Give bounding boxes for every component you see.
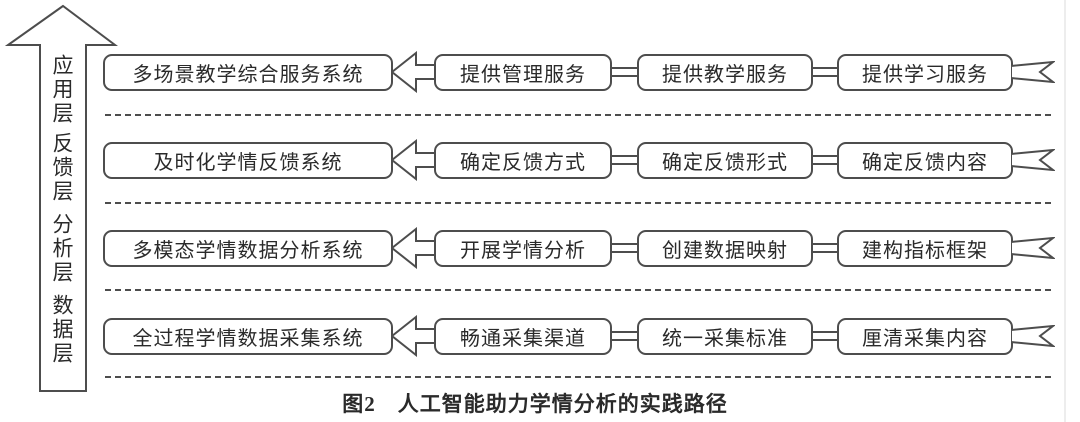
step-box: 创建数据映射 — [637, 230, 813, 267]
layer-label-application: 应用层 — [50, 54, 74, 126]
layer-label-analysis: 分析层 — [50, 213, 74, 285]
step-box: 统一采集标准 — [637, 318, 813, 355]
step-box: 提供管理服务 — [434, 54, 612, 91]
double-line-connector — [811, 331, 838, 341]
step-box: 确定反馈内容 — [837, 142, 1013, 179]
step-box: 开展学情分析 — [434, 230, 612, 267]
system-box: 全过程学情数据采集系统 — [103, 318, 393, 355]
ribbon-tail-icon — [1011, 149, 1055, 171]
ribbon-tail-icon — [1011, 61, 1055, 83]
dashed-separator — [105, 114, 1051, 116]
double-line-connector — [811, 243, 838, 253]
system-box: 多模态学情数据分析系统 — [103, 230, 393, 267]
system-box: 及时化学情反馈系统 — [103, 142, 393, 179]
step-box: 提供学习服务 — [837, 54, 1013, 91]
ribbon-tail-icon — [1011, 325, 1055, 347]
step-box: 确定反馈形式 — [637, 142, 813, 179]
dashed-separator — [105, 289, 1051, 291]
double-line-connector — [611, 155, 638, 165]
flow-left-arrow-icon — [391, 227, 435, 269]
flow-left-arrow-icon — [391, 315, 435, 357]
system-box: 多场景教学综合服务系统 — [103, 54, 393, 91]
dashed-separator — [105, 202, 1051, 204]
step-box: 建构指标框架 — [837, 230, 1013, 267]
flow-left-arrow-icon — [391, 51, 435, 93]
layer-label-feedback: 反馈层 — [50, 132, 74, 204]
figure-caption: 图2 人工智能助力学情分析的实践路径 — [342, 392, 728, 416]
double-line-connector — [611, 243, 638, 253]
double-line-connector — [811, 67, 838, 77]
layer-up-arrow-icon — [4, 4, 118, 392]
step-box: 提供教学服务 — [637, 54, 813, 91]
step-box: 畅通采集渠道 — [434, 318, 612, 355]
dashed-separator — [105, 376, 1051, 378]
double-line-connector — [611, 331, 638, 341]
step-box: 厘清采集内容 — [837, 318, 1013, 355]
ribbon-tail-icon — [1011, 237, 1055, 259]
double-line-connector — [611, 67, 638, 77]
step-box: 确定反馈方式 — [434, 142, 612, 179]
flow-left-arrow-icon — [391, 139, 435, 181]
page-edge-line — [1064, 0, 1066, 422]
layer-label-data: 数据层 — [50, 294, 74, 366]
double-line-connector — [811, 155, 838, 165]
